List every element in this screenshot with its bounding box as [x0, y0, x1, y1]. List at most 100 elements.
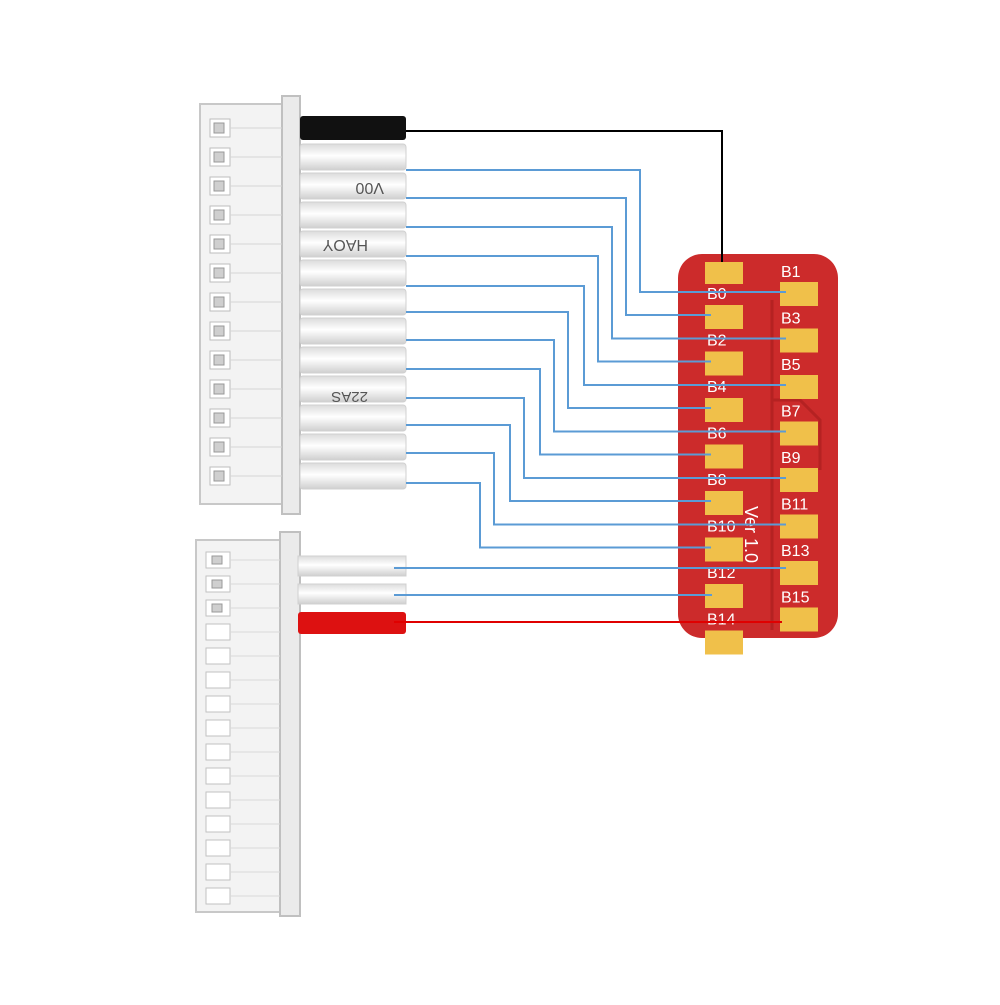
pad-b15 [780, 607, 818, 632]
pad-label-b14: B14 [707, 612, 736, 629]
pad-label-b9: B9 [781, 450, 801, 467]
connector-top [199, 95, 301, 515]
pin-contact [213, 151, 225, 163]
pad-b5 [780, 375, 818, 399]
cable-white [299, 404, 407, 432]
pin-contact [213, 267, 225, 279]
cable-black [300, 116, 406, 140]
cable-prints: V00 HAOY 22AS [322, 179, 384, 405]
cable-white [299, 375, 407, 403]
wire-signal [406, 197, 711, 316]
cable-print: HAOY [322, 236, 368, 253]
connector-top-latch [281, 95, 301, 515]
pin-contact [211, 579, 223, 589]
cable-white [299, 230, 407, 258]
pin-slot [205, 623, 231, 641]
wire-signal [406, 226, 786, 340]
cable-print: V00 [355, 179, 384, 196]
cable-red [298, 612, 406, 634]
pad-label-b11: B11 [781, 497, 808, 514]
pad-label-b3: B3 [781, 311, 801, 328]
wire-ground [406, 130, 723, 262]
wire-signal [406, 339, 786, 433]
cable-white [299, 259, 407, 287]
pin-contact [213, 238, 225, 250]
wire-signal [406, 169, 786, 293]
cable-white [299, 201, 407, 229]
cable-white [299, 288, 407, 316]
pin-slot [205, 743, 231, 761]
wire-signal [406, 424, 711, 502]
cable-white [299, 317, 407, 345]
cable-white [297, 555, 407, 577]
pin-slot [205, 767, 231, 785]
pad-unlabeled [705, 262, 743, 284]
wire-signal [406, 311, 711, 409]
pad-b13 [780, 561, 818, 585]
cable-white [299, 433, 407, 461]
pin-slot [205, 863, 231, 881]
pad-b4 [705, 398, 743, 422]
cable-bundle-top [299, 116, 407, 490]
pin-slot [205, 719, 231, 737]
pin-contact [213, 441, 225, 453]
wire-signal [406, 452, 786, 526]
cable-white [299, 172, 407, 200]
wire-signal [406, 368, 711, 456]
pin-slot [205, 647, 231, 665]
pad-b14 [705, 630, 743, 655]
pad-b8 [705, 491, 743, 515]
pad-label-b15: B15 [781, 590, 810, 607]
pad-b6 [705, 444, 743, 469]
pad-b3 [780, 328, 818, 353]
wire-signal [406, 255, 711, 363]
pin-contact [213, 296, 225, 308]
pin-contact [213, 470, 225, 482]
connector-bottom-pins [205, 551, 280, 905]
pin-slot [205, 815, 231, 833]
pin-contact [213, 412, 225, 424]
board-trace [770, 300, 822, 630]
cable-white [299, 462, 407, 490]
pad-label-b6: B6 [707, 426, 727, 443]
pin-contact [213, 325, 225, 337]
pin-slot [205, 695, 231, 713]
wires [394, 130, 786, 623]
cable-print: 22AS [331, 388, 368, 405]
wire-signal [406, 397, 786, 479]
connector-top-pins [209, 118, 282, 486]
cable-white [299, 346, 407, 374]
pad-b7 [780, 421, 818, 446]
pad-b11 [780, 514, 818, 539]
pad-label-b7: B7 [781, 404, 801, 421]
pad-label-b5: B5 [781, 357, 801, 374]
pin-slot [205, 791, 231, 809]
connector-bottom-latch [279, 531, 301, 917]
pin-contact [213, 209, 225, 221]
pin-contact [211, 603, 223, 613]
board-version: Ver 1.0 [741, 506, 761, 563]
pin-contact [211, 555, 223, 565]
pad-label-b12: B12 [707, 565, 736, 582]
pad-label-b4: B4 [707, 379, 727, 396]
pin-slot [205, 887, 231, 905]
pin-contact [213, 180, 225, 192]
cable-white [297, 583, 407, 605]
pad-label-b8: B8 [707, 472, 727, 489]
pin-contact [213, 122, 225, 134]
pad-b2 [705, 351, 743, 376]
wire-signal [406, 482, 711, 549]
cable-white [299, 143, 407, 171]
pin-slot [205, 839, 231, 857]
pad-label-b13: B13 [781, 543, 810, 560]
pad-b10 [705, 537, 743, 562]
pad-b1 [780, 282, 818, 306]
wire-signal [406, 285, 786, 386]
pad-label-b10: B10 [707, 519, 736, 536]
pad-label-b1: B1 [781, 264, 801, 281]
pad-label-b2: B2 [707, 333, 727, 350]
connector-bottom [195, 531, 301, 917]
cable-bundle-bottom [297, 555, 407, 634]
pin-contact [213, 383, 225, 395]
